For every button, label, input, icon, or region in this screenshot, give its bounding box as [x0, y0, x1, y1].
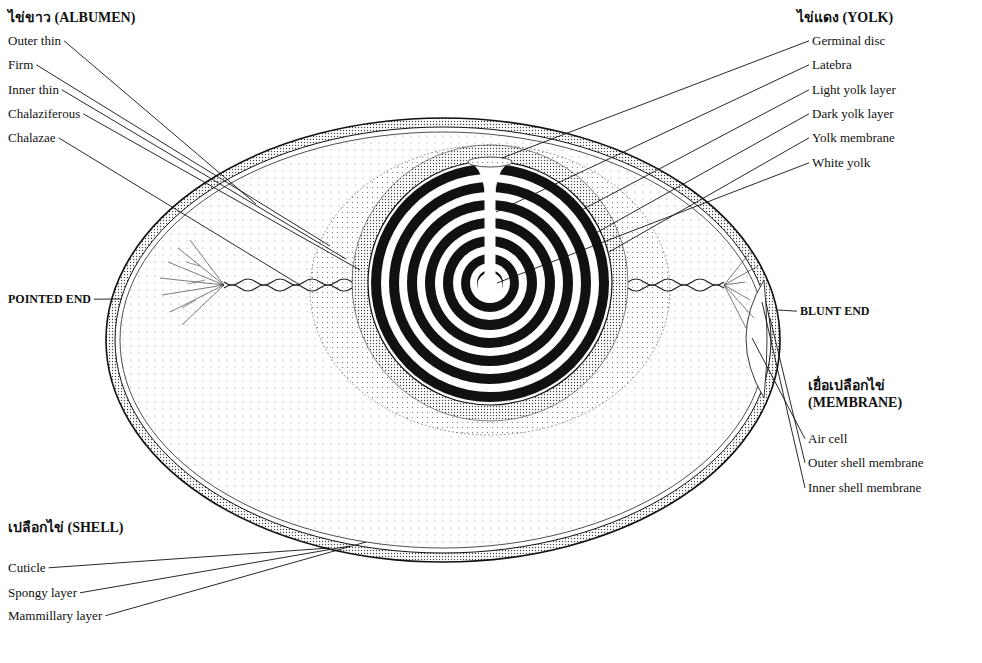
part-label: White yolk — [812, 155, 870, 171]
leader-line — [574, 90, 809, 214]
part-label: Dark yolk layer — [812, 106, 894, 122]
leader-line — [64, 41, 256, 204]
part-label: Firm — [8, 57, 33, 73]
chalaziferous-layer — [352, 145, 628, 421]
part-label: Air cell — [808, 431, 847, 447]
leader-line — [36, 65, 330, 246]
part-label: Cuticle — [8, 560, 46, 576]
part-label: Outer thin — [8, 33, 61, 49]
germinal-disc — [468, 157, 512, 167]
latebra — [474, 164, 506, 297]
leader-line — [83, 114, 360, 270]
section-heading: เปลือกไข่ (SHELL) — [8, 520, 124, 537]
firm-albumen — [310, 145, 670, 435]
leader-line — [59, 138, 300, 285]
leader-line — [80, 546, 350, 593]
part-label: Chalazae — [8, 130, 56, 146]
leader-line — [609, 138, 809, 252]
part-label: Yolk membrane — [812, 130, 895, 146]
leader-line — [105, 542, 366, 616]
part-label: Inner shell membrane — [808, 480, 921, 496]
chalaza-left — [160, 240, 352, 325]
part-label: Outer shell membrane — [808, 455, 924, 471]
leader-line — [49, 548, 330, 568]
section-heading: เยื่อเปลือกไข่ (MEMBRANE) — [808, 378, 958, 412]
leader-line — [62, 90, 346, 259]
part-label: Germinal disc — [812, 33, 885, 49]
part-label: Inner thin — [8, 82, 59, 98]
leader-line — [594, 114, 809, 234]
end-label: BLUNT END — [800, 304, 869, 318]
section-heading: ไข่ขาว (ALBUMEN) — [8, 10, 135, 27]
section-heading: ไข่แดง (YOLK) — [797, 10, 893, 27]
leader-line — [496, 65, 809, 212]
shell-membrane — [120, 132, 766, 548]
part-label: Light yolk layer — [812, 82, 896, 98]
leader-line — [497, 163, 809, 283]
shell-inner-edge — [115, 127, 771, 553]
part-label: Spongy layer — [8, 585, 77, 601]
yolk — [368, 161, 612, 405]
leader-line — [94, 299, 122, 300]
end-label: POINTED END — [8, 292, 91, 306]
leader-line — [502, 41, 809, 158]
part-label: Mammillary layer — [8, 608, 102, 624]
leader-line — [770, 318, 805, 463]
leader-line — [762, 302, 805, 488]
shell — [106, 118, 780, 562]
part-label: Latebra — [812, 57, 852, 73]
part-label: Chalaziferous — [8, 106, 80, 122]
air-cell — [746, 280, 767, 398]
leader-line — [778, 310, 797, 311]
chalaza-right — [628, 250, 758, 328]
